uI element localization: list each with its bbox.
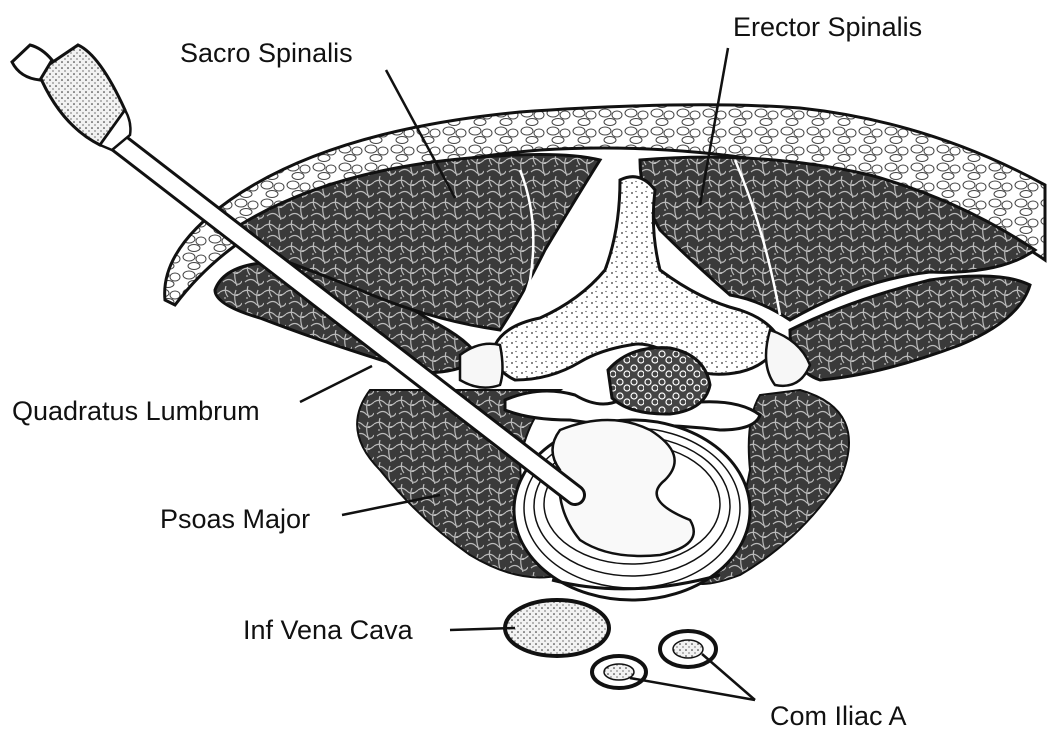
common-iliac-artery-right (660, 631, 716, 667)
label-erector-spinalis: Erector Spinalis (733, 12, 922, 42)
leader-line-quadratus-lumbrum (300, 366, 372, 402)
inferior-vena-cava-vessel (505, 600, 609, 656)
label-psoas-major: Psoas Major (160, 504, 310, 534)
label-sacro-spinalis: Sacro Spinalis (180, 38, 353, 68)
leader-line-com-iliac-a-1 (630, 678, 755, 700)
intervertebral-disc (514, 420, 750, 600)
label-quadratus-lumbrum: Quadratus Lumbrum (12, 396, 260, 426)
spinal-cord (608, 348, 710, 414)
common-iliac-artery-left (592, 656, 646, 688)
label-com-iliac-a: Com Iliac A (770, 701, 907, 731)
label-inf-vena-cava: Inf Vena Cava (243, 615, 414, 645)
